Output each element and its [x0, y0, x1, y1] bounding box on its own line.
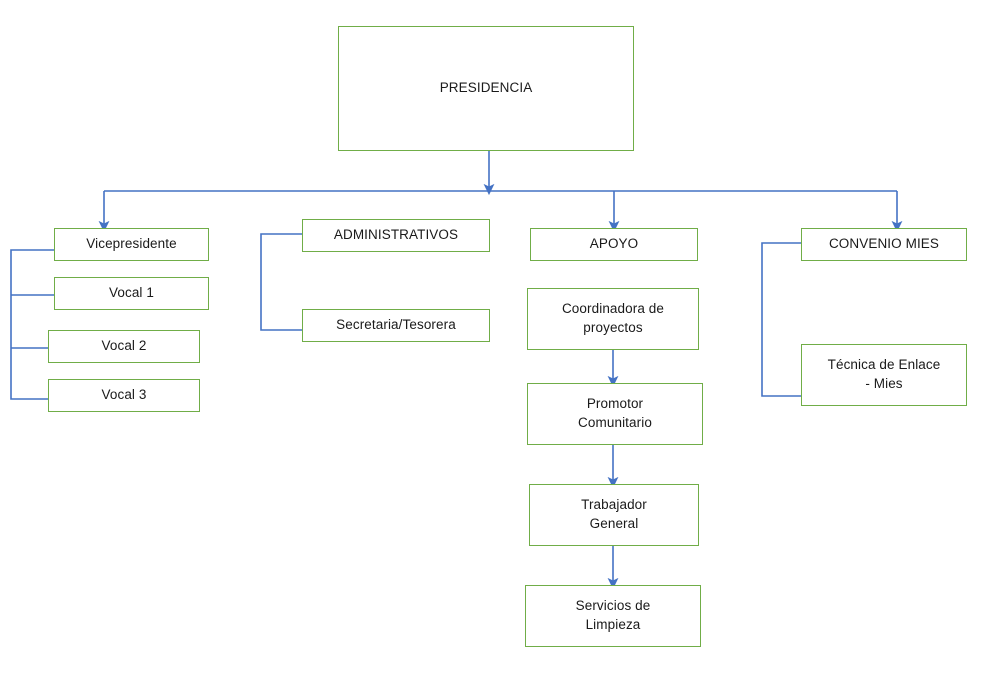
node-servicios-limpieza[interactable]: Servicios de Limpieza	[525, 585, 701, 647]
node-label-apoyo: APOYO	[589, 236, 639, 252]
node-vicepresidente[interactable]: Vicepresidente	[54, 228, 209, 261]
node-coordinadora-proyectos[interactable]: Coordinadora de proyectos	[527, 288, 699, 350]
node-label-vocal-1: Vocal 1	[109, 285, 154, 301]
node-vocal-2[interactable]: Vocal 2	[48, 330, 200, 363]
node-label-tecnica-enlace-mies: Técnica de Enlace - Mies	[827, 357, 941, 391]
node-label-promotor-comunitario: Promotor Comunitario	[578, 396, 652, 430]
connector-convenio-bracket	[761, 242, 801, 397]
node-label-administrativos: ADMINISTRATIVOS	[333, 227, 459, 243]
node-administrativos[interactable]: ADMINISTRATIVOS	[302, 219, 490, 252]
node-promotor-comunitario[interactable]: Promotor Comunitario	[527, 383, 703, 445]
connector-vicepresidente-bracket-spine	[10, 249, 54, 400]
node-trabajador-general[interactable]: Trabajador General	[529, 484, 699, 546]
node-apoyo[interactable]: APOYO	[530, 228, 698, 261]
node-label-coordinadora-proyectos: Coordinadora de proyectos	[561, 301, 665, 335]
node-secretaria-tesorera[interactable]: Secretaria/Tesorera	[302, 309, 490, 342]
node-label-secretaria-tesorera: Secretaria/Tesorera	[336, 317, 456, 333]
node-vocal-3[interactable]: Vocal 3	[48, 379, 200, 412]
connector-administrativos-bracket	[260, 233, 302, 331]
node-convenio-mies[interactable]: CONVENIO MIES	[801, 228, 967, 261]
node-presidencia[interactable]: PRESIDENCIA	[338, 26, 634, 151]
node-label-presidencia: PRESIDENCIA	[439, 80, 533, 96]
node-label-trabajador-general: Trabajador General	[581, 497, 647, 531]
node-label-vicepresidente: Vicepresidente	[86, 236, 177, 252]
node-label-vocal-3: Vocal 3	[101, 387, 147, 403]
node-vocal-1[interactable]: Vocal 1	[54, 277, 209, 310]
node-label-convenio-mies: CONVENIO MIES	[828, 236, 940, 252]
node-tecnica-enlace-mies[interactable]: Técnica de Enlace - Mies	[801, 344, 967, 406]
node-label-vocal-2: Vocal 2	[101, 338, 147, 354]
node-label-servicios-limpieza: Servicios de Limpieza	[575, 598, 651, 632]
